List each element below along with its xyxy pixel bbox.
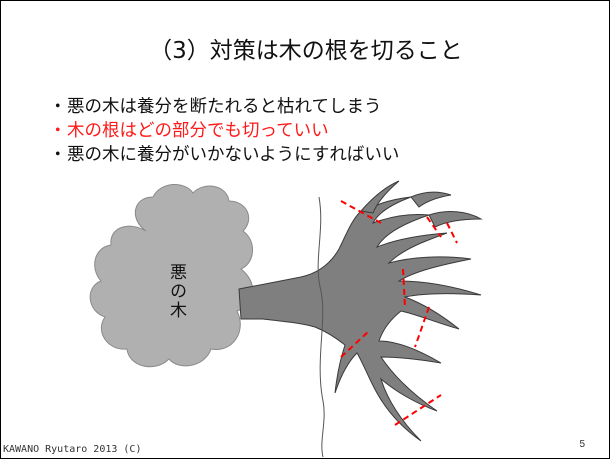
bullet-text: 悪の木は養分を断たれると枯れてしまう [67, 97, 382, 117]
ground-line [317, 196, 325, 458]
cloud-label: 悪の木 [166, 263, 186, 320]
cut-mark [446, 222, 458, 244]
bullet-mark: ・ [49, 97, 67, 117]
cut-mark [402, 268, 406, 308]
slide-title: （3）対策は木の根を切ること [149, 38, 463, 64]
bullet-item-highlight: ・木の根はどの部分でも切っていい [49, 119, 399, 143]
cut-mark [340, 330, 370, 358]
bullet-list: ・悪の木は養分を断たれると枯れてしまう ・木の根はどの部分でも切っていい ・悪の… [49, 95, 399, 167]
root-system [238, 180, 483, 442]
page-number: 5 [579, 439, 585, 450]
bullet-mark: ・ [49, 145, 67, 165]
bullet-text: 木の根はどの部分でも切っていい [67, 121, 329, 141]
cut-mark [414, 306, 430, 348]
bullet-mark: ・ [49, 121, 67, 141]
cut-marks [340, 200, 458, 426]
cut-mark [426, 216, 442, 238]
cloud-shape [89, 184, 254, 368]
bullet-text: 悪の木に養分がいかないようにすればいい [67, 145, 400, 165]
footer-copyright: KAWANO Ryutaro 2013 (C) [3, 444, 142, 455]
bullet-item: ・悪の木は養分を断たれると枯れてしまう [49, 95, 399, 119]
cut-mark [394, 394, 442, 426]
cut-mark [340, 200, 382, 224]
bullet-item: ・悪の木に養分がいかないようにすればいい [49, 143, 399, 167]
